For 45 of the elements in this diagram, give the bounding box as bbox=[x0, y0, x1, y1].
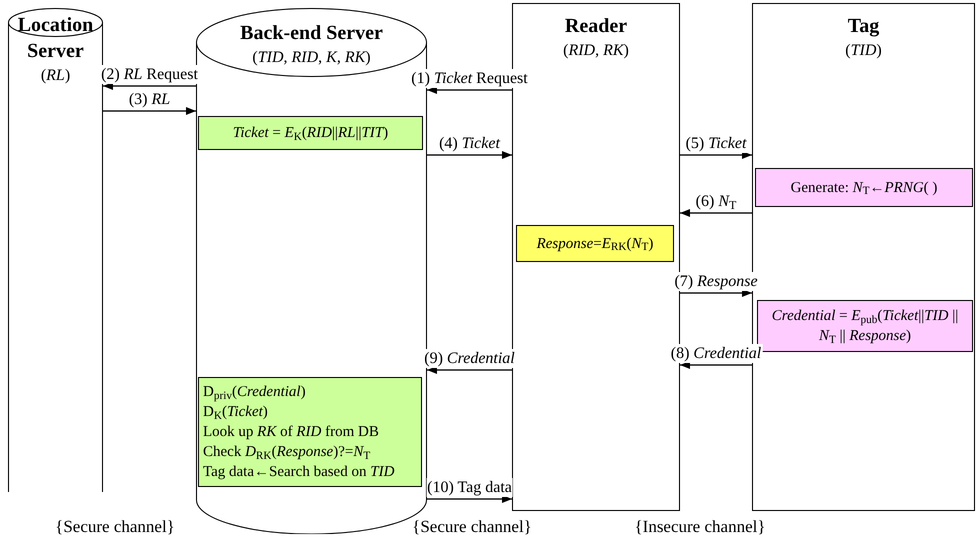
edge-label: (7) Response bbox=[673, 272, 759, 291]
edge-label: (2) RL Request bbox=[100, 65, 199, 84]
message-arrow bbox=[103, 82, 196, 90]
message-arrow bbox=[427, 86, 512, 94]
edge-label: (3) RL bbox=[128, 90, 172, 109]
edge-label: (6) N$_{T}$ bbox=[694, 192, 738, 211]
process-text: Check D$_{RK}$(Response)?=N$_{T}$ bbox=[203, 443, 370, 462]
process-box bbox=[516, 225, 674, 262]
channel-label: {Secure channel} bbox=[412, 516, 532, 538]
message-arrow bbox=[680, 361, 752, 369]
lifeline-subtitle: (TID) bbox=[845, 41, 882, 61]
process-text: Generate: N$_{T}$←PRNG( ) bbox=[790, 178, 938, 198]
lifeline-title: Reader bbox=[564, 14, 628, 39]
message-arrow bbox=[427, 151, 512, 159]
edge-label: (8) Credential bbox=[670, 344, 762, 363]
channel-label: {Secure channel} bbox=[55, 516, 175, 538]
lifeline-title: Back-end Server bbox=[240, 21, 383, 46]
lifeline-subtitle: (RL) bbox=[40, 66, 70, 86]
lifeline-title: Location Server bbox=[16, 13, 94, 64]
message-arrow bbox=[680, 209, 752, 217]
process-text: Ticket = E$_{K}$(RID||RL||TIT) bbox=[232, 124, 388, 143]
process-text: Tag data←Search based on TID bbox=[203, 463, 394, 482]
process-text: Response=E$_{RK}$(N$_{T}$) bbox=[536, 234, 654, 254]
message-arrow bbox=[427, 495, 512, 503]
lifeline-subtitle: (RID, RK) bbox=[563, 41, 629, 61]
edge-label: (4) Ticket bbox=[438, 134, 501, 153]
lifeline-title: Tag bbox=[848, 14, 880, 39]
channel-label: {Insecure channel} bbox=[634, 516, 766, 538]
edge-label: (5) Ticket bbox=[684, 134, 748, 153]
message-arrow bbox=[680, 151, 752, 159]
process-box bbox=[755, 168, 973, 207]
process-text: D$_{priv}$(Credential) bbox=[203, 383, 306, 402]
message-arrow bbox=[680, 289, 752, 297]
edge-label: (9) Credential bbox=[423, 349, 516, 368]
message-arrow bbox=[427, 366, 512, 374]
edge-label: (1) Ticket Request bbox=[410, 69, 529, 88]
edge-label: (10) Tag data bbox=[426, 478, 513, 497]
lifeline-subtitle: (TID, RID, K, RK) bbox=[252, 48, 371, 68]
process-text: Look up RK of RID from DB bbox=[203, 423, 379, 442]
message-arrow bbox=[103, 107, 196, 115]
process-box bbox=[198, 116, 423, 150]
process-box bbox=[198, 377, 422, 487]
server-cylinder bbox=[8, 8, 103, 492]
process-text: D$_{K}$(Ticket) bbox=[203, 403, 268, 422]
process-text: Credential = E$_{pub}$(Ticket||TID || N$_{T}$ || Response) bbox=[770, 307, 960, 346]
